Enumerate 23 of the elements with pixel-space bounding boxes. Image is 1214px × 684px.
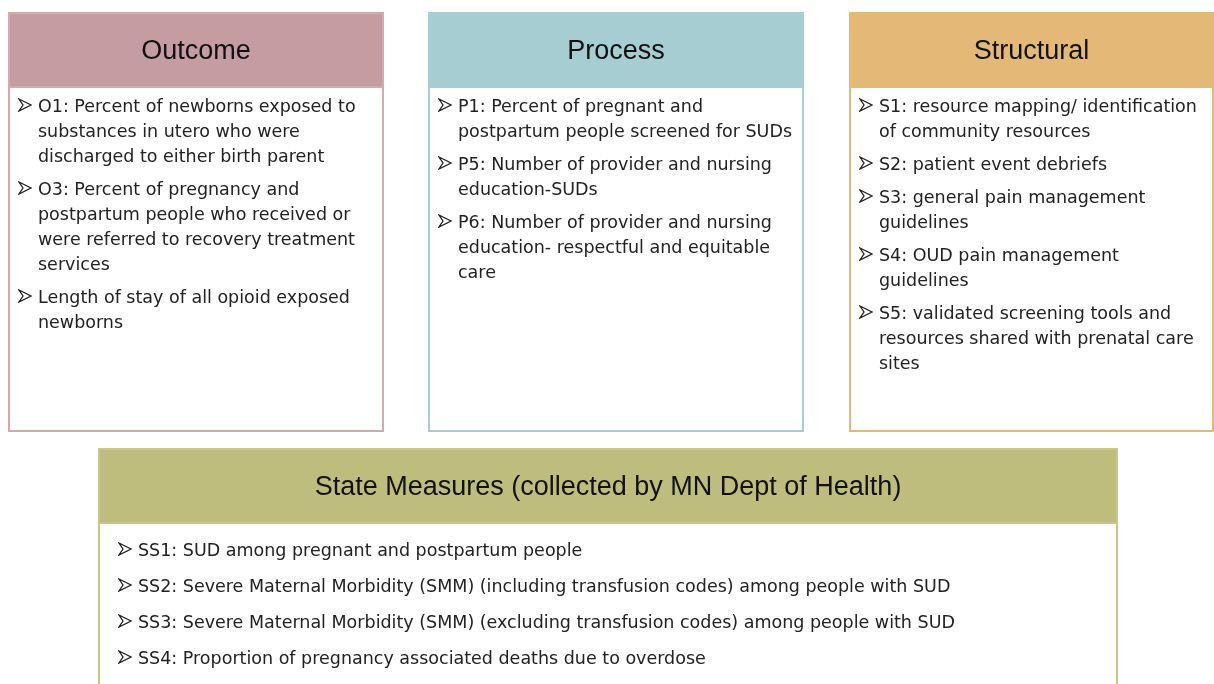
bullet-text: O1: Percent of newborns exposed to substances in utero who were discharged to either birth parent [38,95,357,168]
bullet-text: SS3: Severe Maternal Morbidity (SMM) (excluding transfusion codes) among people with SUD [138,611,955,634]
bullet-text: SS4: Proportion of pregnancy associated deaths due to overdose [138,647,706,670]
category-panel [849,12,1214,432]
bullet-text: S5: validated screening tools and resources shared with prenatal care sites [879,302,1195,375]
bullet-text: P6: Number of provider and nursing education- respectful and equitable care [458,211,773,284]
bullet-text: O3: Percent of pregnancy and postpartum people who received or were referred to recovery treatment services [38,178,356,276]
category-panel [98,448,1118,684]
bullet-text: SS2: Severe Maternal Morbidity (SMM) (including transfusion codes) among people with SUD [138,575,951,598]
bullet-text: SS1: SUD among pregnant and postpartum people [138,539,583,562]
bullet-text: Length of stay of all opioid exposed newborns [38,286,351,334]
panel-heading: Process [430,14,802,88]
bullet-text: S4: OUD pain management guidelines [879,244,1120,292]
panel-heading: State Measures (collected by MN Dept of Health) [100,450,1116,524]
bullet-text: S2: patient event debriefs [879,153,1108,176]
bullet-text: S3: general pain management guidelines [879,186,1147,234]
bullet-text: S1: resource mapping/ identification of community resources [879,95,1198,143]
category-panel [8,12,384,432]
category-panel [428,12,804,432]
bullet-text: P1: Percent of pregnant and postpartum people screened for SUDs [458,95,793,143]
panel-heading: Outcome [10,14,382,88]
bullet-text: P5: Number of provider and nursing education-SUDs [458,153,773,201]
panel-heading: Structural [851,14,1212,88]
